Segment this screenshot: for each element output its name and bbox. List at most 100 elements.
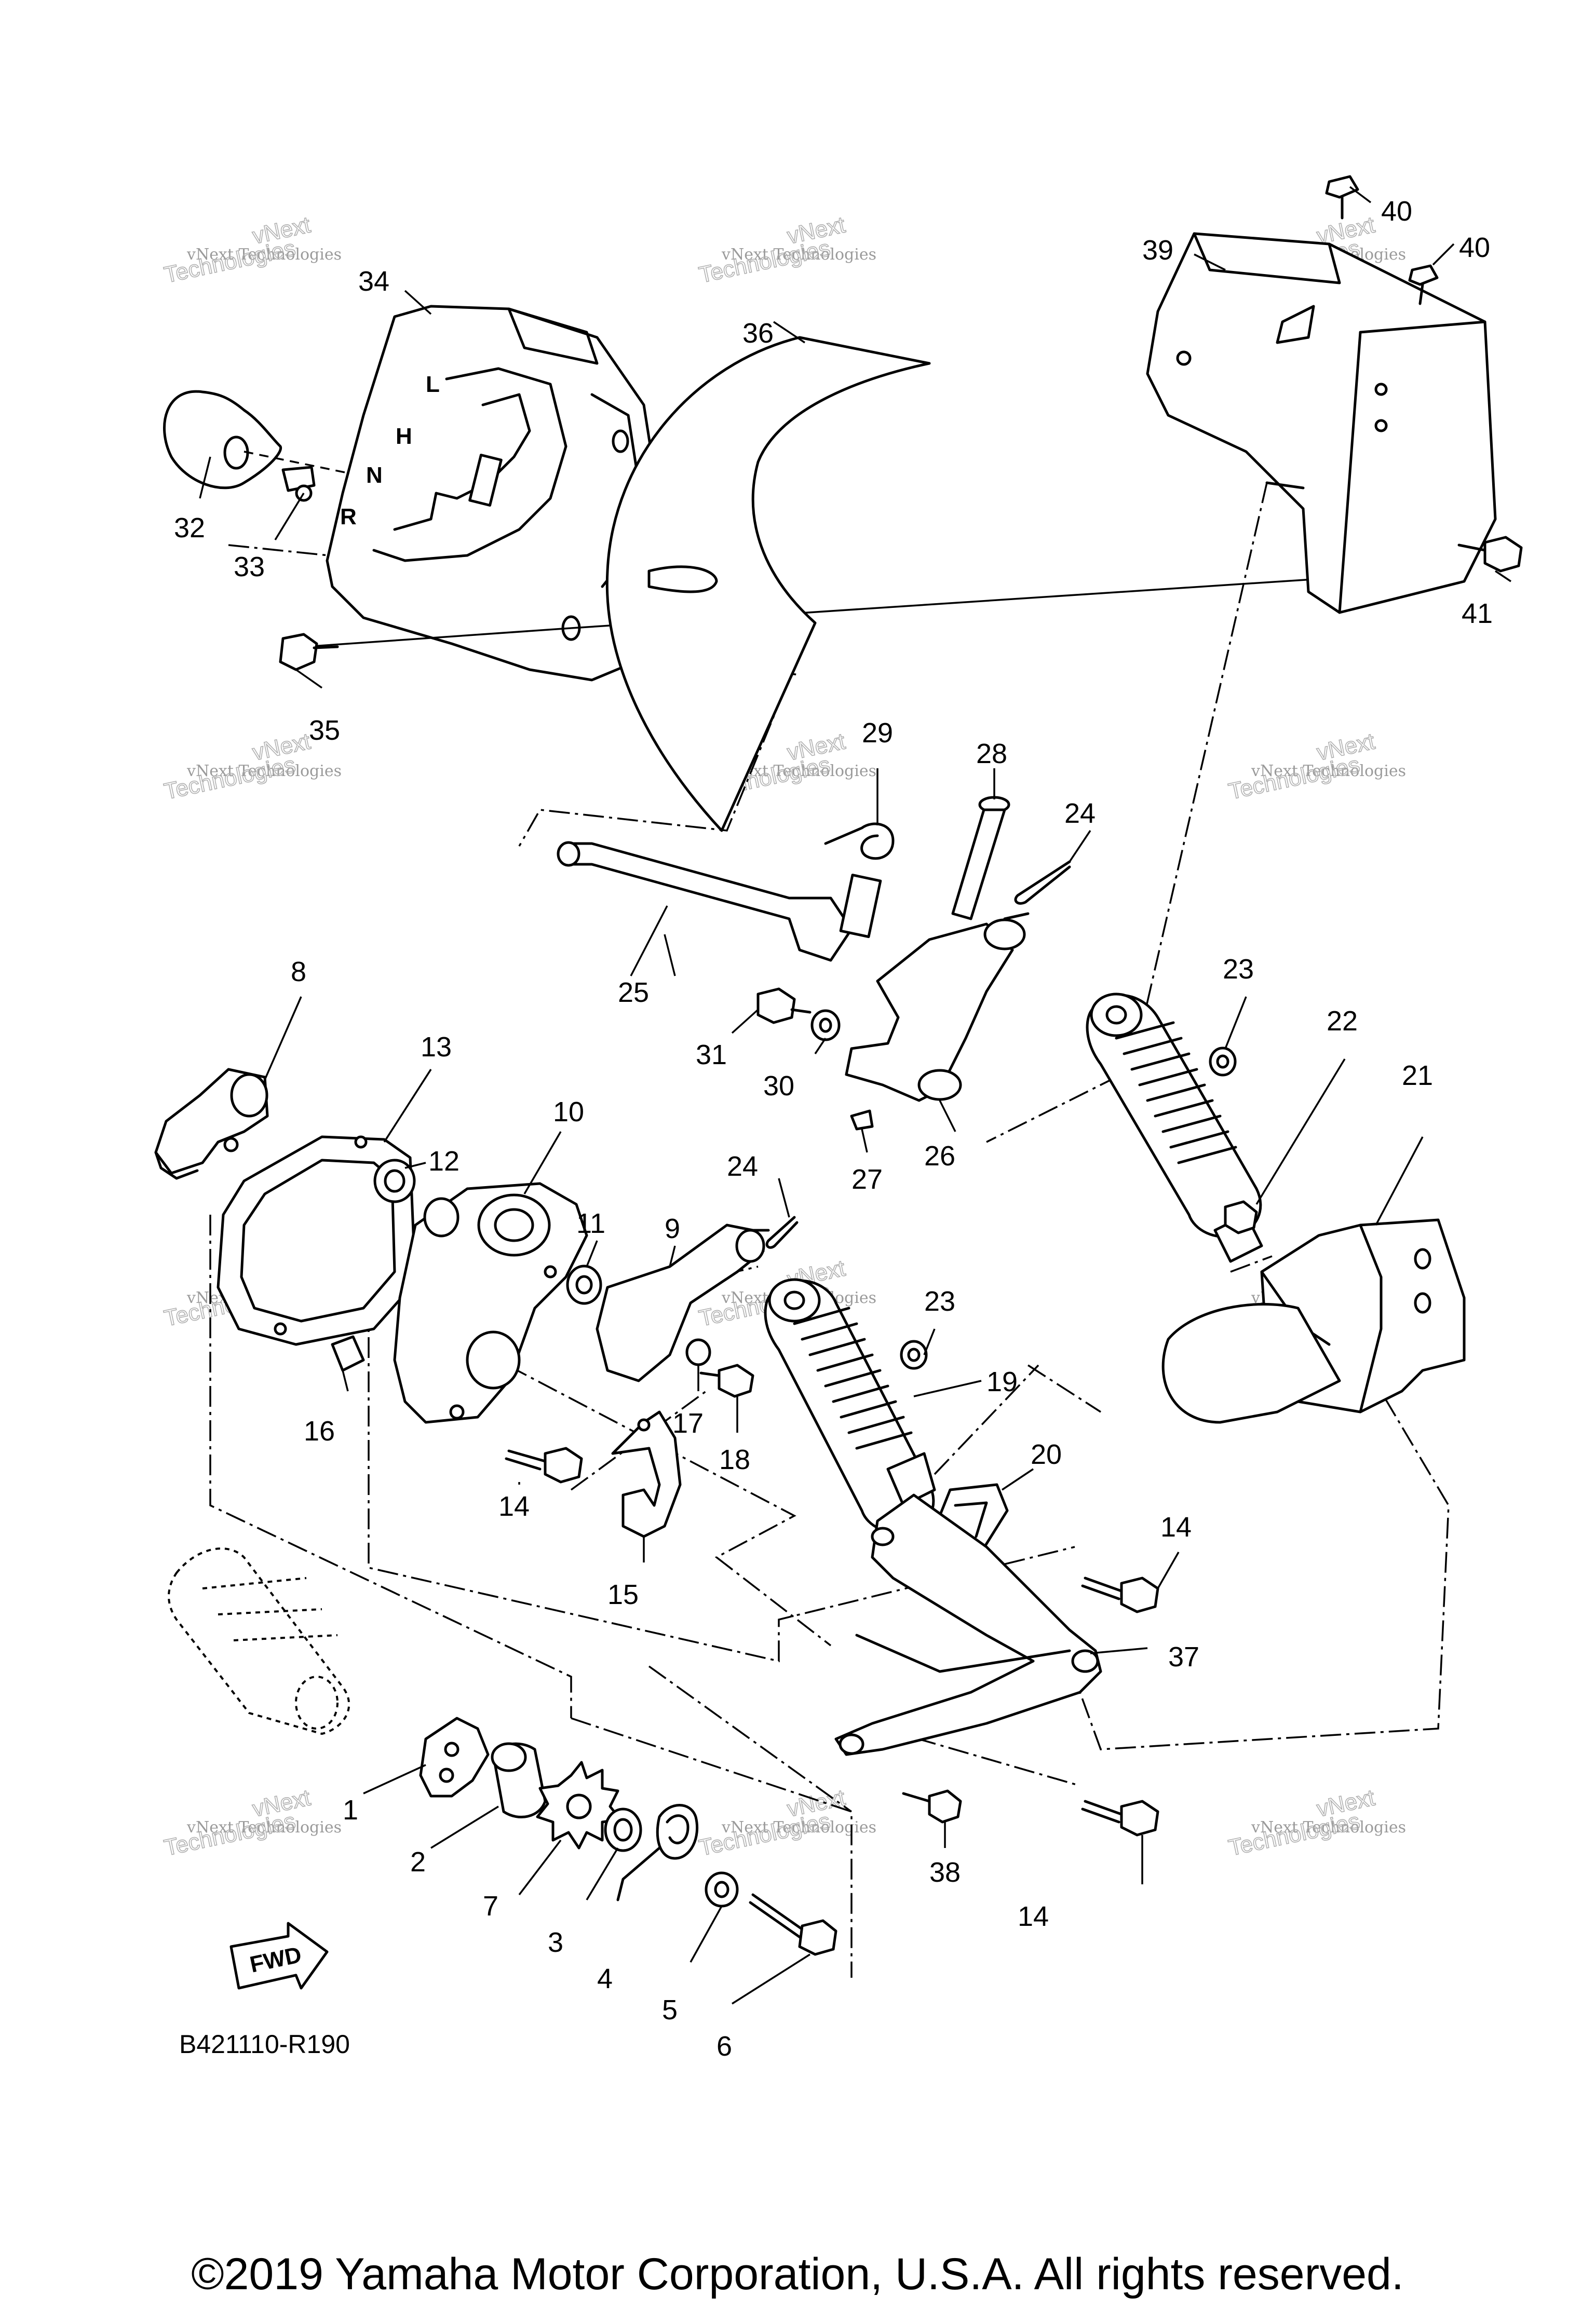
part-15-clamp (611, 1410, 682, 1538)
part-19-damper (764, 1278, 936, 1534)
callout-23-b: 23 (924, 1286, 955, 1317)
part-33-clip (281, 466, 316, 502)
callout-2: 2 (410, 1846, 426, 1878)
part-14-bolt-c (1081, 1800, 1159, 1837)
part-16-dowel (331, 1335, 365, 1372)
callout-14-b: 14 (1160, 1512, 1192, 1543)
callout-31: 31 (696, 1039, 727, 1070)
part-7-star-gear (536, 1761, 622, 1850)
callout-20: 20 (1031, 1439, 1062, 1470)
watermark-text: vNext Technologies (186, 762, 342, 780)
part-35-bolt (279, 633, 339, 671)
watermark: vNext Technologies Technologies vNext (696, 212, 876, 289)
callout-14-d: 14 (1018, 1901, 1049, 1932)
callout-19: 19 (986, 1366, 1018, 1397)
watermark: vNext Technologies Technologies vNext (1226, 1785, 1406, 1861)
callout-28: 28 (976, 738, 1007, 769)
part-12-collar (373, 1159, 416, 1203)
callout-6: 6 (717, 2031, 732, 2062)
fwd-arrow-icon: FWD (229, 1922, 329, 1990)
watermark: vNext Technologies Technologies vNext (696, 1785, 876, 1861)
callout-4: 4 (597, 1963, 613, 1994)
watermark-brand: vNext (250, 728, 313, 765)
part-38-bolt (902, 1789, 962, 1824)
part-4-spring (616, 1804, 699, 1901)
part-34-shift-panel: L H N R (311, 305, 1361, 682)
part-13-gasket (217, 1135, 417, 1346)
callout-12: 12 (428, 1146, 459, 1177)
callout-41: 41 (1462, 598, 1493, 629)
part-9-lever-arm (596, 1224, 770, 1382)
watermark-text: vNext Technologies (186, 1818, 342, 1837)
callout-40-a: 40 (1381, 196, 1412, 227)
watermark-brand: vNext (785, 1785, 847, 1822)
callout-15: 15 (607, 1579, 639, 1610)
callout-39: 39 (1142, 235, 1173, 266)
callout-3: 3 (548, 1927, 563, 1958)
part-1-guide (419, 1717, 490, 1798)
callout-5: 5 (662, 1994, 678, 2026)
callout-23-a: 23 (1223, 954, 1254, 985)
part-23-washer-lower (900, 1340, 928, 1370)
callout-7: 7 (483, 1891, 498, 1922)
callout-1: 1 (343, 1795, 358, 1826)
callout-8: 8 (291, 956, 306, 987)
part-25-shift-rod (557, 841, 853, 962)
callout-18: 18 (719, 1444, 750, 1475)
part-2-collar (491, 1742, 547, 1818)
part-6-bolt (749, 1893, 837, 1956)
watermark-text: vNext Technologies (721, 1818, 876, 1837)
callout-9: 9 (665, 1213, 680, 1244)
part-27-circlip (850, 1109, 874, 1131)
watermark-text: vNext Technologies (721, 246, 876, 264)
part-10-cover (393, 1182, 588, 1424)
part-8-lever (154, 1068, 269, 1180)
diagram-code: B421110-R190 (179, 2030, 350, 2059)
leader-lines (199, 186, 1511, 2005)
callout-37: 37 (1168, 1641, 1199, 1673)
part-23-washer-upper (1209, 1047, 1237, 1077)
watermark-brand: vNext (785, 728, 847, 765)
callout-26: 26 (924, 1140, 955, 1172)
part-shift-drum-ghost (168, 1547, 350, 1735)
part-18-bolt (699, 1364, 754, 1398)
copyright-notice: ©2019 Yamaha Motor Corporation, U.S.A. A… (191, 2249, 1404, 2299)
part-40-bolt-a (1325, 175, 1359, 220)
callout-25: 25 (618, 977, 649, 1008)
callout-11: 11 (576, 1208, 605, 1239)
callout-29: 29 (862, 717, 893, 749)
callout-14-a: 14 (498, 1491, 530, 1522)
part-36-boot (605, 336, 931, 832)
part-24-cotter-pin-lower (765, 1216, 799, 1249)
part-14-bolt-b (1081, 1576, 1159, 1613)
watermark: vNext Technologies Technologies vNext (161, 1785, 342, 1861)
callout-13: 13 (421, 1031, 452, 1063)
part-28-pin (951, 796, 1010, 920)
callout-24-b: 24 (727, 1151, 758, 1182)
part-mounting-plate (1161, 1303, 1341, 1424)
watermark: vNext Technologies Technologies vNext (1226, 728, 1406, 805)
callout-38: 38 (929, 1857, 961, 1888)
gear-label-n: N (366, 463, 383, 488)
callout-10: 10 (553, 1096, 584, 1127)
callout-32: 32 (174, 512, 205, 543)
callout-16: 16 (304, 1416, 335, 1447)
gear-label-r: R (340, 504, 357, 529)
watermark-brand: vNext (250, 1785, 313, 1822)
part-40-bolt-b (1408, 264, 1439, 305)
callout-27: 27 (851, 1164, 883, 1195)
watermark-brand: vNext (1315, 728, 1377, 765)
watermark-text: vNext Technologies (186, 246, 342, 264)
callout-17: 17 (672, 1408, 704, 1439)
part-32-knob (163, 390, 509, 507)
part-11-bushing (566, 1265, 602, 1305)
watermarks: vNext Technologies Technologies vNext vN… (161, 212, 1406, 1861)
part-3-washer (604, 1807, 642, 1852)
part-22-bolt (1224, 1200, 1258, 1234)
watermark-brand: vNext (250, 212, 313, 249)
watermark-text: vNext Technologies (1251, 1818, 1406, 1837)
callout-35: 35 (309, 715, 340, 746)
watermark-text: vNext Technologies (1251, 762, 1406, 780)
part-14-bolt-a (505, 1447, 583, 1484)
